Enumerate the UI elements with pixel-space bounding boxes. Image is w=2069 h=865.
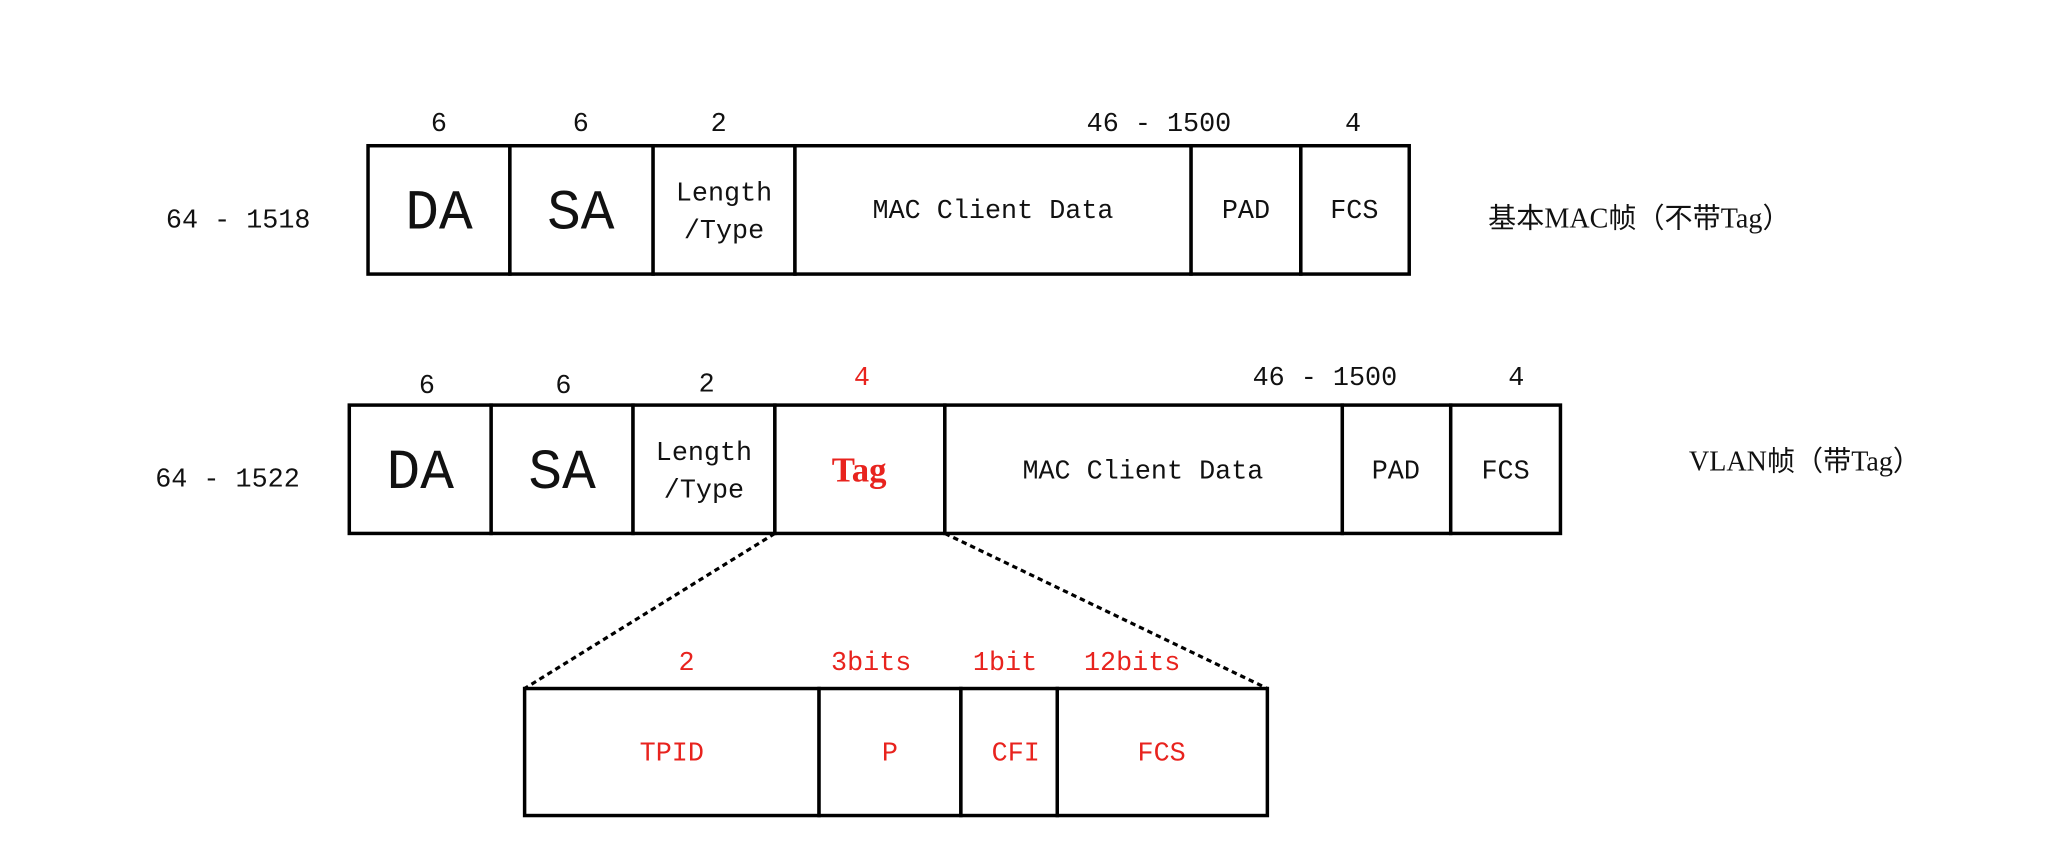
tag-cell-cfi <box>959 686 1059 818</box>
expand-line-left <box>523 532 776 690</box>
tag-size-fcs: 12bits <box>1084 649 1180 679</box>
vlan-size-length-type: 2 <box>699 371 715 401</box>
basic-size-da: 6 <box>431 110 447 140</box>
vlan-size-da: 6 <box>419 372 435 402</box>
tag-label-tpid: TPID <box>640 740 704 770</box>
basic-label-fcs: FCS <box>1330 197 1378 227</box>
tag-detail: 2 3bits 1bit 12bits TPID P CFI FCS <box>522 649 1270 818</box>
tag-label-cfi: CFI <box>992 740 1040 770</box>
basic-cell-fcs <box>1299 143 1411 276</box>
basic-size-fcs: 4 <box>1345 110 1361 140</box>
basic-label-da: DA <box>405 182 473 246</box>
tag-cell-tpid <box>522 686 821 818</box>
vlan-cell-fcs <box>1448 403 1563 536</box>
vlan-size-data: 46 - 1500 <box>1253 364 1398 394</box>
tag-label-fcs: FCS <box>1138 740 1186 770</box>
vlan-cell-pad <box>1340 403 1453 536</box>
vlan-label-sa: SA <box>528 441 596 505</box>
vlan-size-tag: 4 <box>854 364 870 394</box>
vlan-label-fcs: FCS <box>1481 458 1529 488</box>
tag-size-p: 3bits <box>831 649 911 679</box>
basic-label-length: Length <box>676 180 772 210</box>
vlan-label-type: /Type <box>664 476 744 506</box>
basic-frame-total-length: 64 - 1518 <box>166 206 311 236</box>
vlan-frame-total-length: 64 - 1522 <box>155 466 300 496</box>
tag-cell-fcs <box>1055 686 1270 818</box>
vlan-cell-sa <box>489 403 635 536</box>
vlan-label-tag: Tag <box>832 450 887 489</box>
basic-cell-sa <box>508 143 655 276</box>
tag-label-p: P <box>882 740 898 770</box>
basic-cell-da <box>366 143 512 276</box>
vlan-cell-tag <box>773 403 947 536</box>
basic-cell-data <box>793 143 1193 276</box>
vlan-cell-length-type <box>631 403 777 536</box>
vlan-frame: 64 - 1522 6 6 2 4 46 - 1500 4 DA SA Leng… <box>155 364 1921 536</box>
basic-label-sa: SA <box>547 182 615 246</box>
basic-cell-length-type <box>651 143 797 276</box>
basic-size-data: 46 - 1500 <box>1087 110 1232 140</box>
basic-label-pad: PAD <box>1222 197 1270 227</box>
basic-frame: 64 - 1518 6 6 2 46 - 1500 4 DA SA Length… <box>166 110 1791 276</box>
basic-size-length-type: 2 <box>711 110 727 140</box>
basic-frame-caption: 基本MAC帧（不带Tag） <box>1488 202 1790 234</box>
basic-label-type: /Type <box>684 217 764 247</box>
vlan-size-fcs: 4 <box>1508 364 1524 394</box>
vlan-label-data: MAC Client Data <box>1022 458 1263 488</box>
basic-label-data: MAC Client Data <box>873 197 1114 227</box>
expand-line-right <box>944 531 1269 690</box>
vlan-label-pad: PAD <box>1372 458 1420 488</box>
vlan-cell-data <box>943 403 1345 536</box>
tag-size-cfi: 1bit <box>973 649 1037 679</box>
vlan-label-length: Length <box>656 439 752 469</box>
basic-size-sa: 6 <box>573 110 589 140</box>
vlan-label-da: DA <box>387 441 455 505</box>
tag-size-tpid: 2 <box>679 649 695 679</box>
vlan-size-sa: 6 <box>555 372 571 402</box>
vlan-cell-da <box>347 403 493 536</box>
vlan-frame-caption: VLAN帧（带Tag） <box>1689 446 1921 478</box>
